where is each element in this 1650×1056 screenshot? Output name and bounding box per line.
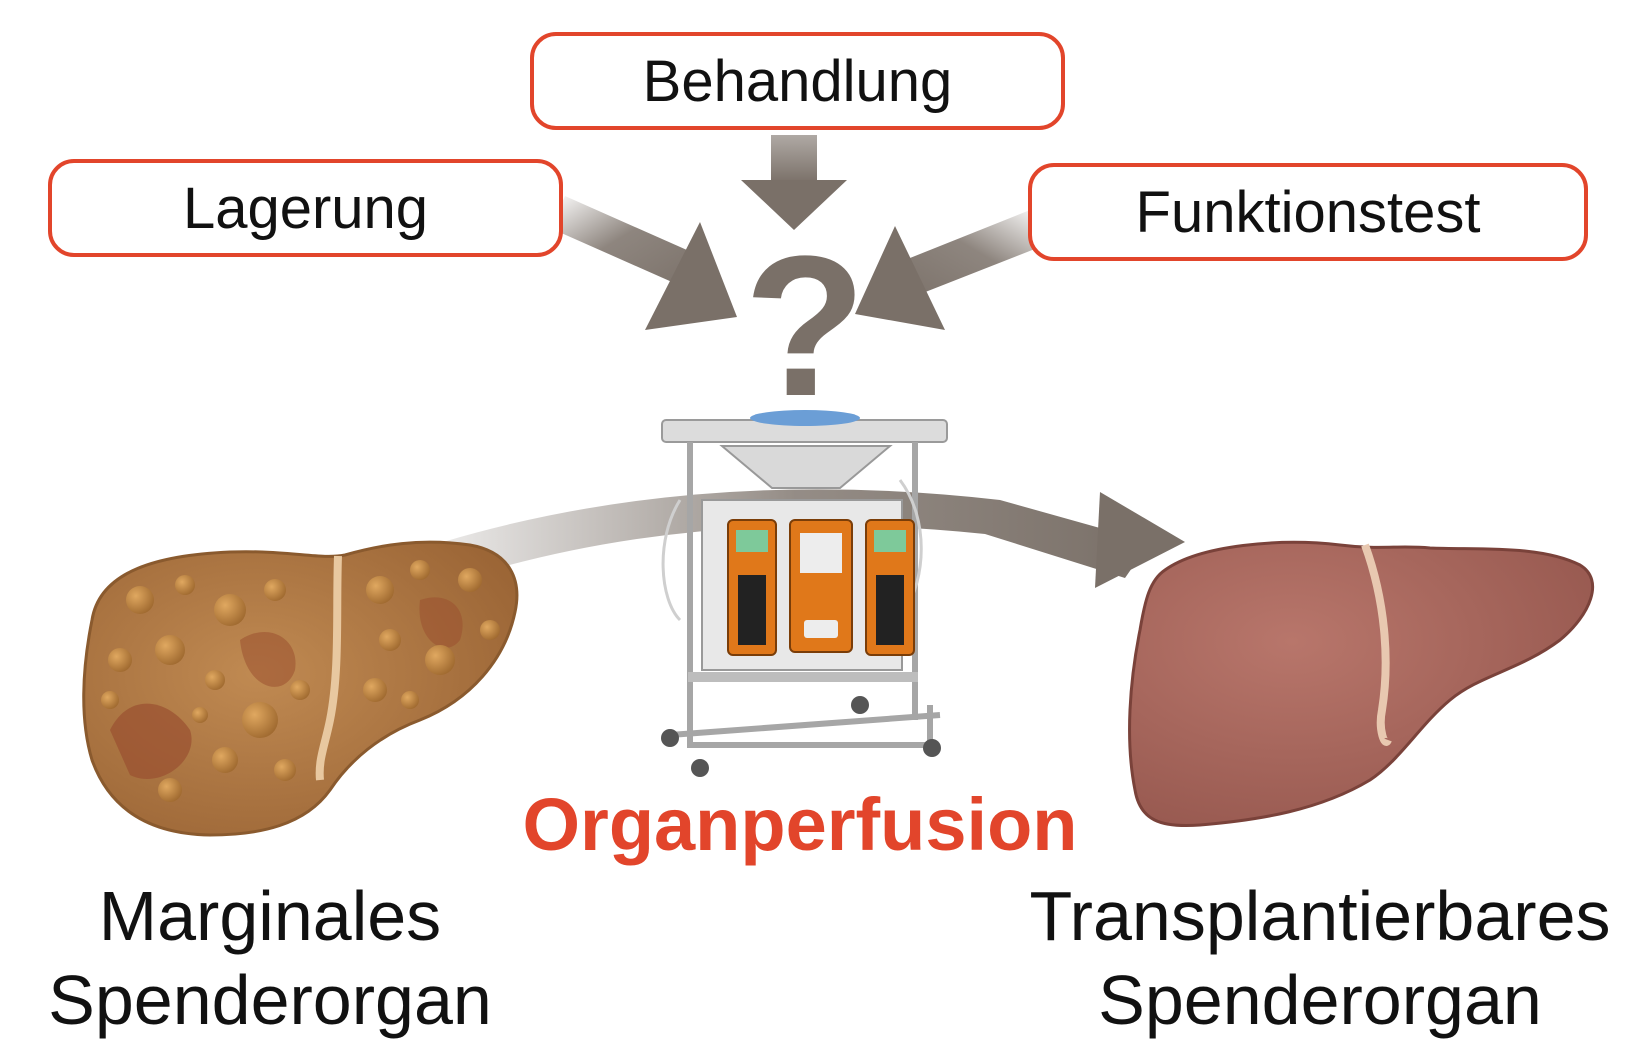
arrow-from-treatment xyxy=(741,135,847,230)
transplantable-organ-line2: Spenderorgan xyxy=(1098,961,1542,1039)
function-test-label: Funktionstest xyxy=(1135,179,1481,245)
arrow-from-storage xyxy=(550,196,737,330)
transplantable-organ-line1: Transplantierbares xyxy=(1029,877,1611,955)
treatment-label: Behandlung xyxy=(642,48,953,114)
marginal-organ-label: Marginales Spenderorgan xyxy=(10,874,530,1042)
healthy-liver-illustration xyxy=(1128,540,1595,828)
marginal-liver-illustration xyxy=(82,540,519,837)
organ-perfusion-title: Organperfusion xyxy=(522,783,1078,866)
flow-arrow xyxy=(360,489,1185,602)
marginal-organ-line2: Spenderorgan xyxy=(48,961,492,1039)
arrow-from-function-test xyxy=(855,210,1045,330)
storage-box: Lagerung xyxy=(48,159,563,257)
storage-label: Lagerung xyxy=(182,175,429,241)
question-mark: ? xyxy=(744,215,866,438)
transplantable-organ-label: Transplantierbares Spenderorgan xyxy=(990,874,1650,1042)
function-test-box: Funktionstest xyxy=(1028,163,1588,261)
marginal-organ-line1: Marginales xyxy=(98,877,442,955)
treatment-box: Behandlung xyxy=(530,32,1065,130)
perfusion-device-illustration xyxy=(661,410,948,777)
